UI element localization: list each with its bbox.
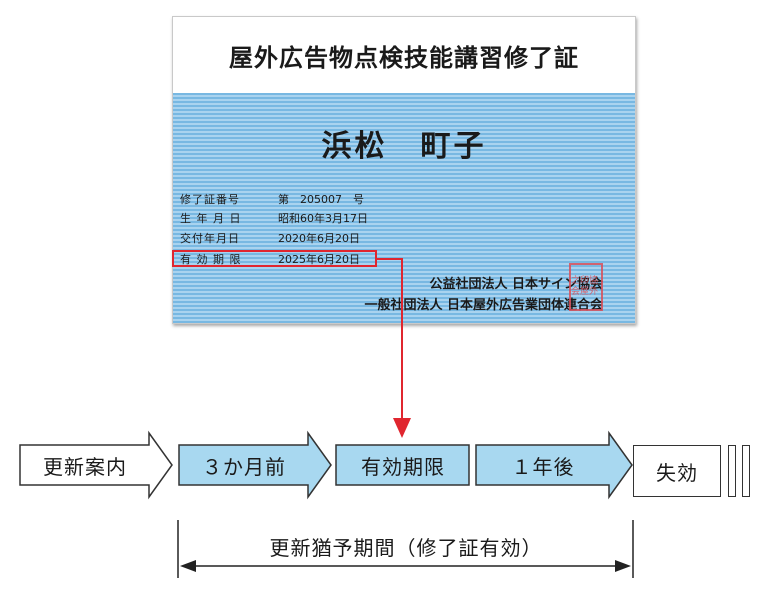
expiry-highlight-box [172, 250, 377, 267]
issuer-line-1: 公益社団法人 日本サイン協会 [429, 277, 603, 292]
field-expiry-date: 有 効 期 限 2025年6月20日 [180, 251, 360, 268]
field-value: 昭和60年3月17日 [278, 212, 368, 225]
timeline-step-1-year-after: １年後 [475, 430, 633, 500]
field-label: 生 年 月 日 [180, 212, 242, 225]
field-label: 修了証番号 [180, 193, 240, 206]
timeline-step-notice: 更新案内 [19, 430, 173, 500]
field-value: 2020年6月20日 [278, 232, 360, 245]
field-label: 有 効 期 限 [180, 253, 242, 266]
seal-stamp: 之印協会屋外 [569, 263, 603, 311]
field-value: 2025年6月20日 [278, 253, 360, 266]
certificate-title: 屋外広告物点検技能講習修了証 [173, 17, 635, 93]
holder-name: 浜松 町子 [321, 129, 487, 164]
field-certificate-number: 修了証番号 第 205007 号 [180, 191, 364, 208]
timeline-step-expired: 失効 [633, 445, 721, 497]
timeline-step-3-months-before: ３か月前 [178, 430, 332, 500]
field-value: 第 205007 号 [278, 193, 364, 206]
issuer-line-2: 一般社団法人 日本屋外広告業団体連合会 [364, 298, 603, 313]
step-label: 更新案内 [43, 454, 127, 479]
step-label: 有効期限 [361, 454, 445, 479]
continuation-bar [728, 445, 736, 497]
field-birth-date: 生 年 月 日 昭和60年3月17日 [180, 210, 368, 227]
step-label: ３か月前 [202, 454, 286, 479]
continuation-bar [742, 445, 750, 497]
grace-period-label: 更新猶予期間（修了証有効） [269, 536, 543, 560]
field-label: 交付年月日 [180, 232, 240, 245]
timeline-step-expiry: 有効期限 [335, 432, 471, 498]
field-issue-date: 交付年月日 2020年6月20日 [180, 230, 360, 247]
striped-background [173, 93, 635, 323]
certificate-card: 屋外広告物点検技能講習修了証 浜松 町子 修了証番号 第 205007 号 生 年… [172, 16, 636, 324]
step-label: １年後 [511, 454, 575, 479]
